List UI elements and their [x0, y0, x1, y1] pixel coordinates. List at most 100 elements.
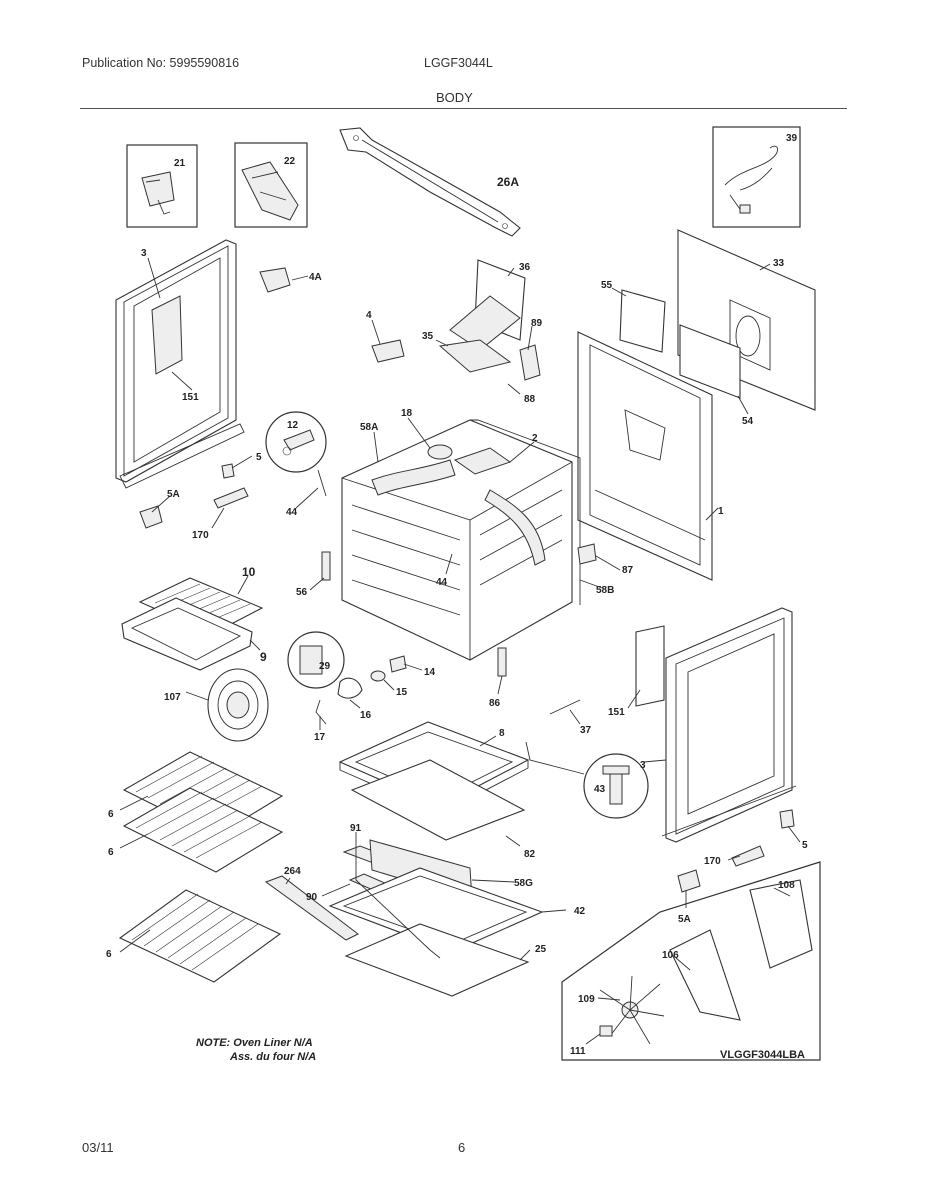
label-90: 90	[306, 892, 318, 903]
part-labels: 21 22 26A 39 3 4A 36 33 55 4 35 89 88 15…	[106, 133, 808, 1057]
label-170-left: 170	[192, 530, 209, 541]
part-5-left	[221, 463, 235, 479]
part-25	[344, 923, 530, 997]
part-16	[337, 677, 363, 699]
label-89: 89	[531, 318, 543, 329]
part-29-inset	[287, 631, 345, 689]
label-151-right: 151	[608, 707, 625, 718]
label-264: 264	[284, 866, 301, 877]
label-10: 10	[242, 565, 256, 579]
part-108-motor	[749, 879, 813, 969]
label-82: 82	[524, 849, 536, 860]
label-91: 91	[350, 823, 362, 834]
label-3-left: 3	[141, 248, 147, 259]
note-line-1: NOTE: Oven Liner N/A	[196, 1037, 313, 1049]
label-170-right: 170	[704, 856, 721, 867]
label-5-left: 5	[256, 452, 262, 463]
label-33: 33	[773, 258, 785, 269]
part-55	[619, 289, 666, 353]
label-4A: 4A	[309, 272, 322, 283]
label-56: 56	[296, 587, 308, 598]
part-9-broil-pan	[121, 597, 253, 671]
label-39: 39	[786, 133, 798, 144]
part-5A-right	[677, 869, 701, 893]
part-86	[497, 647, 507, 677]
label-106: 106	[662, 950, 679, 961]
oven-cavity	[341, 419, 581, 661]
part-5-right	[779, 809, 795, 829]
label-151-left: 151	[182, 392, 199, 403]
part-43-inset	[583, 753, 649, 819]
label-6-c: 6	[106, 949, 112, 960]
part-54	[679, 324, 741, 399]
label-109: 109	[578, 994, 595, 1005]
label-2: 2	[532, 433, 538, 444]
part-33-back-panel	[677, 229, 816, 411]
part-3-door-right	[661, 607, 797, 843]
label-44-b: 44	[436, 577, 448, 588]
label-58B: 58B	[596, 585, 614, 596]
part-151-right	[635, 625, 665, 707]
label-18: 18	[401, 408, 413, 419]
leader-lines	[119, 257, 801, 1045]
label-22: 22	[284, 156, 296, 167]
label-54: 54	[742, 416, 754, 427]
part-44-sensor	[317, 469, 327, 497]
label-17: 17	[314, 732, 326, 743]
note-line-2: Ass. du four N/A	[229, 1051, 316, 1063]
label-15: 15	[396, 687, 408, 698]
label-6-b: 6	[108, 847, 114, 858]
page-number: 6	[458, 1140, 466, 1155]
publication-number: Publication No: 5995590816	[82, 56, 240, 70]
label-88: 88	[524, 394, 536, 405]
diagram-code: VLGGF3044LBA	[720, 1049, 805, 1061]
label-16: 16	[360, 710, 372, 721]
part-21-inset	[126, 144, 198, 228]
label-111: 111	[570, 1046, 586, 1057]
label-107: 107	[164, 692, 181, 703]
label-35: 35	[422, 331, 434, 342]
part-107-fan-cover	[207, 668, 269, 742]
part-3-door-left	[115, 239, 245, 489]
part-12-inset	[265, 411, 327, 473]
part-26A-bracket	[339, 127, 521, 237]
model-number: LGGF3044L	[424, 56, 493, 70]
label-12: 12	[287, 420, 299, 431]
part-170-right	[731, 845, 765, 867]
label-44-a: 44	[286, 507, 298, 518]
part-37	[549, 699, 581, 715]
part-106-bracket	[669, 929, 741, 1021]
label-86: 86	[489, 698, 501, 709]
label-87: 87	[622, 565, 634, 576]
label-36: 36	[519, 262, 531, 273]
label-55: 55	[601, 280, 613, 291]
part-89	[519, 344, 541, 381]
label-26A: 26A	[497, 175, 519, 189]
label-5-right: 5	[802, 840, 808, 851]
label-25: 25	[535, 944, 547, 955]
label-29: 29	[319, 661, 331, 672]
label-3-right: 3	[640, 760, 646, 771]
part-36	[449, 259, 526, 351]
label-21: 21	[174, 158, 186, 169]
part-6-rack-bottom	[118, 889, 282, 983]
part-109-fan-blade	[599, 975, 665, 1045]
label-5A-left: 5A	[167, 489, 180, 500]
part-17	[315, 699, 327, 725]
label-5A-right: 5A	[678, 914, 691, 925]
label-58A: 58A	[360, 422, 378, 433]
header-divider	[80, 108, 847, 109]
part-87	[577, 543, 597, 565]
part-22-inset	[234, 142, 308, 228]
part-111-nut	[599, 1025, 613, 1037]
part-6-rack-middle	[122, 787, 284, 873]
part-170-left	[213, 487, 249, 509]
label-9: 9	[260, 650, 267, 664]
label-6-a: 6	[108, 809, 114, 820]
part-82	[350, 759, 526, 841]
label-43: 43	[594, 784, 606, 795]
label-4: 4	[366, 310, 372, 321]
part-5A-left	[139, 505, 163, 529]
footer-date: 03/11	[82, 1140, 114, 1155]
